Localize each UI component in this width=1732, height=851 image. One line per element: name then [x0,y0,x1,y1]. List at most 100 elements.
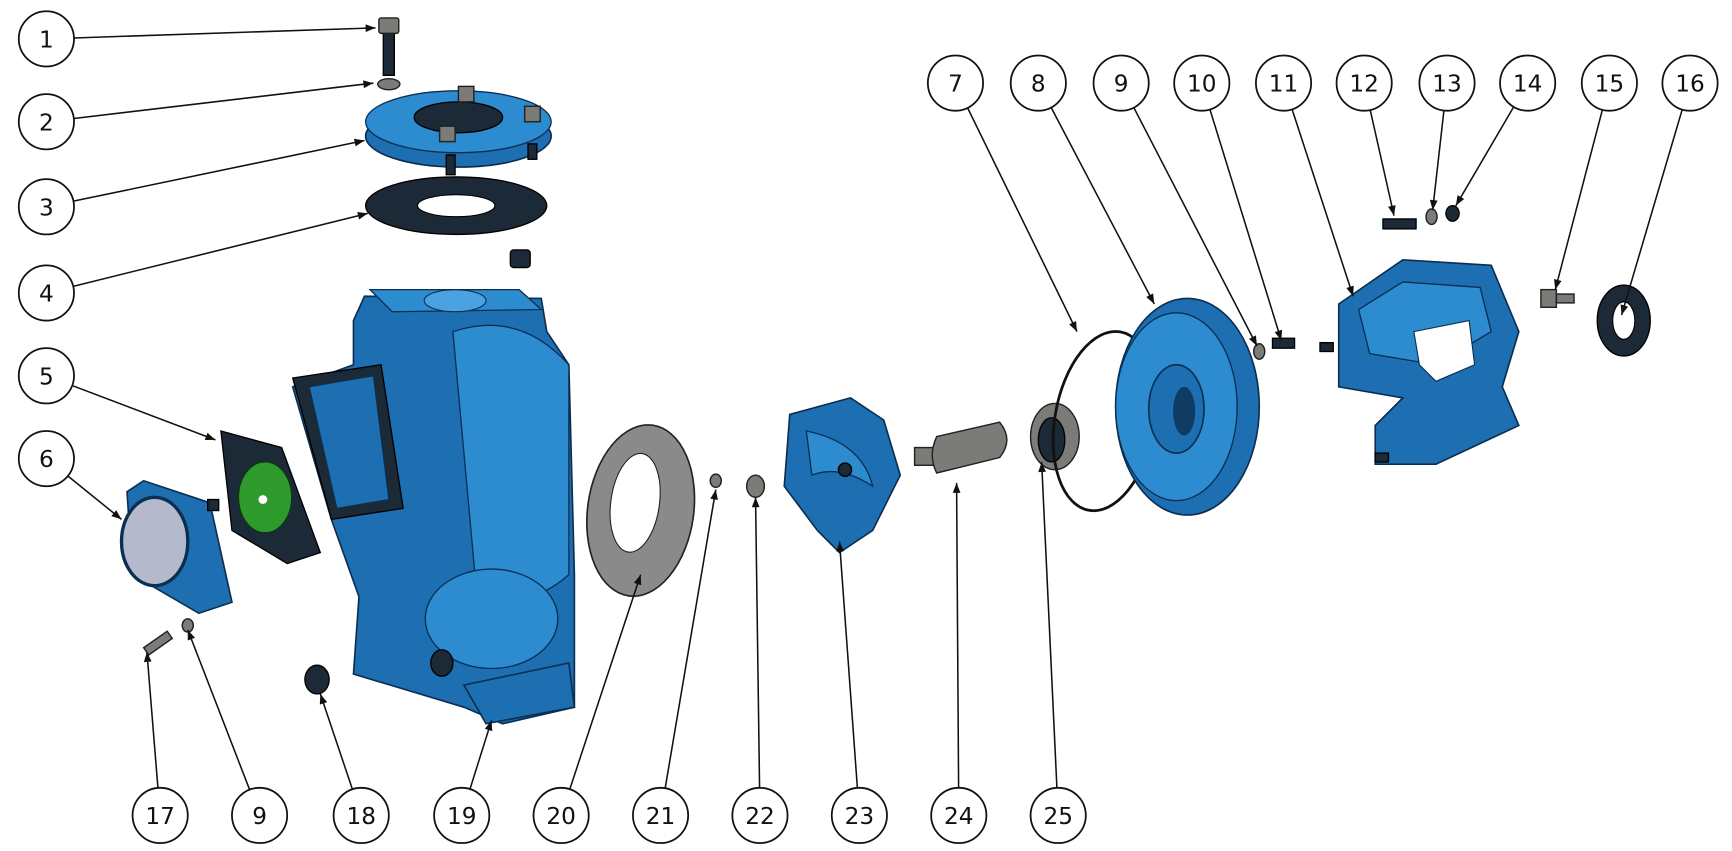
balloon-number: 13 [1432,71,1462,98]
balloon-12: 12 [1335,54,1393,112]
balloon-9: 9 [1092,54,1150,112]
arrowhead-icon [1388,205,1396,216]
balloon-25: 25 [1029,786,1087,844]
balloon-number: 17 [145,803,175,830]
balloon-10: 10 [1173,54,1231,112]
balloon-number: 12 [1349,71,1379,98]
balloon-number: 7 [948,71,963,98]
arrowhead-icon [952,482,961,493]
balloon-number: 20 [546,803,576,830]
balloon-circle [1173,54,1231,112]
leader-line-25 [1040,461,1058,788]
balloon-circle [1418,54,1476,112]
arrowhead-icon [363,80,374,89]
balloon-number: 18 [346,803,376,830]
balloon-circle [731,786,789,844]
leader-line-6 [67,475,122,520]
balloon-15: 15 [1580,54,1638,112]
balloon-number: 1 [39,26,54,53]
leader-line-9 [187,629,251,790]
balloon-number: 22 [745,803,775,830]
balloon-13: 13 [1418,54,1476,112]
balloon-circle [1029,786,1087,844]
arrowhead-icon [143,651,152,663]
balloon-number: 19 [447,803,477,830]
balloon-circle [926,54,984,112]
parts [119,17,1651,725]
balloon-circle [433,786,491,844]
balloon-circle [1661,54,1719,112]
leader-line-9 [1133,107,1258,347]
part-stud-12 [1382,218,1417,230]
arrowhead-icon [1455,195,1465,206]
balloon-23: 23 [830,786,888,844]
leader-line-20 [569,574,642,790]
arrowhead-icon [1249,335,1258,346]
arrowhead-icon [751,497,760,508]
arrowhead-icon [1554,279,1562,290]
part-suction-flange-6 [119,479,233,615]
part-washer-13 [1425,208,1438,226]
leader-line-18 [319,693,354,790]
part-wear-plate-20 [585,424,696,598]
part-washer-9 [1252,343,1266,360]
part-gasket-4 [364,176,548,236]
part-bolt-17 [142,630,174,656]
arrowhead-icon [1146,293,1155,304]
leader-line-15 [1554,109,1604,290]
arrowhead-icon [710,489,718,501]
balloon-14: 14 [1499,54,1557,112]
part-bolt-15 [1540,288,1575,309]
leader-line-21 [664,489,717,789]
balloon-number: 6 [39,446,54,473]
part-backplate-8 [1114,297,1261,516]
balloon-circle [1255,54,1313,112]
part-nut-14 [1445,205,1460,222]
balloon-circle [1092,54,1150,112]
balloon-circle [1335,54,1393,112]
balloon-circle [231,786,289,844]
leader-line-2 [73,82,374,120]
part-nut-18 [304,664,330,695]
balloon-circle [930,786,988,844]
balloon-number: 9 [1114,71,1129,98]
balloon-circle [131,786,189,844]
balloon-1: 1 [17,10,75,68]
leader-line-10 [1209,109,1283,341]
balloon-number: 10 [1187,71,1217,98]
arrowhead-icon [187,629,195,641]
arrowhead-icon [111,510,122,520]
arrowhead-icon [357,212,368,220]
leader-line-3 [73,139,365,202]
part-bolt-1 [378,17,400,77]
leader-line-24 [955,482,960,788]
balloon-number: 15 [1595,71,1625,98]
balloon-5: 5 [17,347,75,405]
arrowhead-icon [365,24,376,33]
arrowhead-icon [1620,304,1629,316]
arrowhead-icon [1069,320,1077,332]
balloon-number: 3 [39,194,54,221]
balloon-number: 16 [1675,71,1705,98]
arrowhead-icon [633,574,642,586]
balloon-circle [1499,54,1557,112]
balloon-circle [17,10,75,68]
leader-line-4 [73,212,369,288]
part-cover-gasket-5 [220,430,322,565]
balloon-circle [17,178,75,236]
balloon-7: 7 [926,54,984,112]
arrowhead-icon [484,720,493,732]
balloon-8: 8 [1009,54,1067,112]
balloon-22: 22 [731,786,789,844]
balloon-number: 4 [39,281,54,308]
balloon-circle [17,430,75,488]
part-flange-3 [364,85,553,176]
part-adapter-11 [1319,258,1520,465]
leader-line-7 [966,107,1078,332]
balloon-circle [1009,54,1067,112]
balloon-number: 24 [944,803,974,830]
part-washer-2 [377,77,401,91]
arrowhead-icon [1274,329,1283,341]
part-collar-16 [1596,284,1651,357]
